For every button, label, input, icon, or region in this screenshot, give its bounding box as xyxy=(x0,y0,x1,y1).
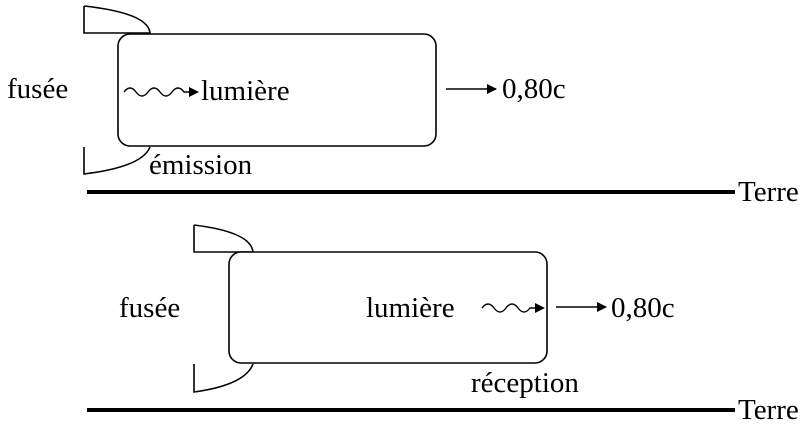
event-label: émission xyxy=(149,149,253,181)
rocket-bottom-fin xyxy=(193,363,254,393)
rocket-body xyxy=(117,33,437,147)
light-label: lumière xyxy=(366,292,455,324)
speed-label: 0,80c xyxy=(502,73,566,105)
light-wave xyxy=(481,303,537,313)
rocket-label: fusée xyxy=(119,292,181,324)
light-wave-arrowhead xyxy=(535,303,545,313)
ground-label: Terre xyxy=(738,176,799,208)
scene-emission xyxy=(83,5,735,194)
light-wave-arrowhead xyxy=(189,87,199,97)
rocket-bottom-fin xyxy=(83,146,151,175)
light-label: lumière xyxy=(201,75,290,107)
event-label: réception xyxy=(471,367,579,399)
speed-label: 0,80c xyxy=(611,292,675,324)
rocket-top-fin xyxy=(83,5,151,34)
light-wave xyxy=(123,87,192,97)
rocket-body xyxy=(228,251,548,364)
scene-reception xyxy=(87,224,735,412)
ground-label: Terre xyxy=(738,394,799,426)
rocket-label: fusée xyxy=(7,73,69,105)
rocket-top-fin xyxy=(193,224,254,253)
